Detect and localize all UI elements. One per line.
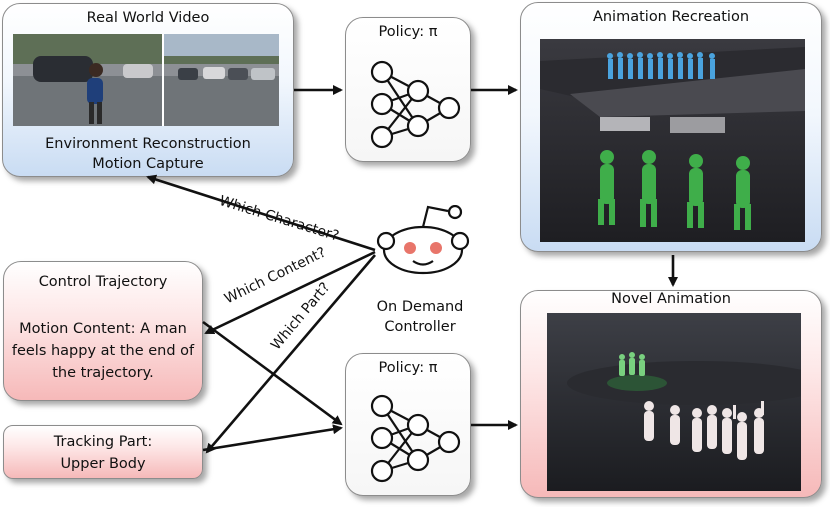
- policy-bottom-label: Policy: π: [378, 360, 438, 376]
- street-video-thumbnail: [13, 34, 279, 126]
- real-world-video-title: Real World Video: [86, 10, 210, 26]
- real-world-video-panel: Real World Video Environment Reconstruct…: [2, 3, 294, 177]
- arrow-to-real-world: [146, 174, 376, 252]
- neural-network-icon: [370, 394, 461, 483]
- control-trajectory-title: Control Trajectory: [38, 274, 168, 290]
- arrow-to-control-trajectory: [204, 250, 376, 335]
- neural-network-icon: [370, 60, 461, 149]
- tracking-part-label: Tracking Part:: [53, 434, 153, 450]
- novel-animation-panel: Novel Animation: [520, 290, 822, 498]
- novel-animation-title: Novel Animation: [611, 291, 731, 307]
- motion-content-line2: feels happy at the end of: [11, 343, 195, 359]
- tracking-part-panel: Tracking Part: Upper Body: [3, 425, 203, 479]
- arrow-trajectory-to-policy: [202, 320, 343, 426]
- upper-body-label: Upper Body: [60, 456, 146, 472]
- policy-panel-bottom: Policy: π: [345, 353, 471, 496]
- robot-controller-icon: [376, 205, 470, 275]
- on-demand-label: On Demand: [376, 299, 464, 315]
- motion-content-line1: Motion Content: A man: [19, 321, 187, 337]
- arrow-to-tracking-part: [205, 254, 376, 454]
- controller-label: Controller: [384, 319, 456, 335]
- policy-panel-top: Policy: π: [345, 17, 471, 162]
- environment-reconstruction-label: Environment Reconstruction: [45, 136, 251, 152]
- animation-recreation-panel: Animation Recreation: [520, 2, 822, 252]
- policy-top-label: Policy: π: [378, 24, 438, 40]
- motion-content-line3: the trajectory.: [52, 365, 154, 381]
- novel-animation-render: [547, 313, 801, 491]
- animation-recreation-render: [540, 39, 805, 242]
- arrow-tracking-to-policy: [202, 424, 343, 452]
- animation-recreation-title: Animation Recreation: [592, 9, 750, 25]
- control-trajectory-panel: Control Trajectory Motion Content: A man…: [3, 261, 203, 401]
- motion-capture-label: Motion Capture: [92, 156, 204, 172]
